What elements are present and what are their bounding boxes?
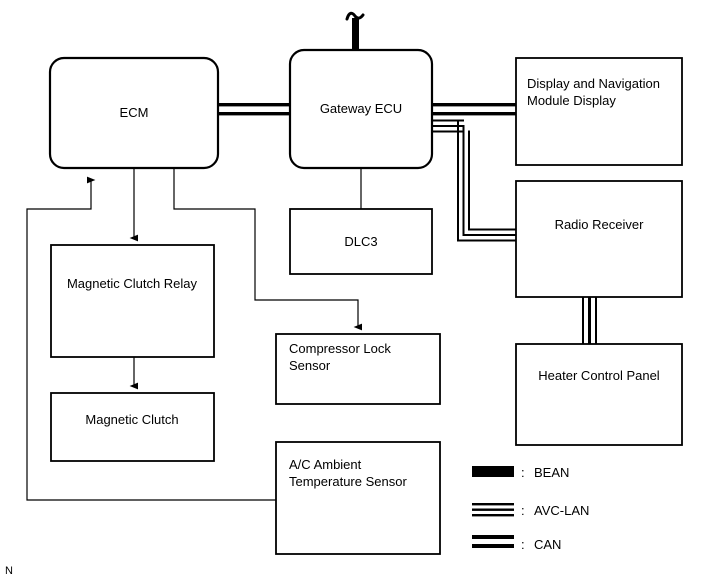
node-dlc3-label: DLC3 [344, 234, 377, 249]
legend-label-can: CAN [534, 537, 561, 552]
node-gateway-ecu[interactable]: Gateway ECU [288, 48, 434, 170]
node-display-nav-label-line1: Display and Navigation [527, 76, 660, 91]
link-ecm-compressor-lock [173, 168, 363, 331]
node-compressor-lock-label-line2: Sensor [289, 358, 331, 373]
legend-item-can: : CAN [472, 535, 561, 552]
legend-separator-avc-lan: : [521, 503, 525, 518]
node-ac-ambient-label-line2: Temperature Sensor [289, 474, 407, 489]
legend-separator-can: : [521, 537, 525, 552]
node-display-and-navigation-module-display[interactable]: Display and Navigation Module Display [515, 57, 683, 166]
corner-note: N [5, 565, 13, 577]
node-radio-receiver[interactable]: Radio Receiver [515, 180, 683, 298]
node-magnetic-clutch[interactable]: Magnetic Clutch [50, 392, 215, 462]
legend-swatch-can [472, 535, 514, 548]
can-link-gateway-display [431, 103, 517, 116]
legend-item-bean: : BEAN [472, 465, 569, 480]
node-compressor-lock-sensor[interactable]: Compressor Lock Sensor [275, 333, 441, 405]
node-compressor-lock-label-line1: Compressor Lock [289, 341, 391, 356]
node-ac-ambient-temperature-sensor[interactable]: A/C Ambient Temperature Sensor [275, 441, 441, 555]
link-ac-ambient-ecm [26, 176, 276, 501]
avc-lan-link-gateway-radio [431, 119, 518, 242]
node-magnetic-clutch-relay-label: Magnetic Clutch Relay [67, 276, 198, 291]
legend-label-avc-lan: AVC-LAN [534, 503, 589, 518]
legend-separator-bean: : [521, 465, 525, 480]
node-display-nav-label-line2: Module Display [527, 93, 616, 108]
node-ac-ambient-label-line1: A/C Ambient [289, 457, 362, 472]
legend-swatch-bean [472, 466, 514, 477]
node-ecm[interactable]: ECM [48, 56, 220, 170]
legend-swatch-avc-lan [472, 503, 514, 517]
node-heater-control-panel-label: Heater Control Panel [538, 368, 660, 383]
legend-label-bean: BEAN [534, 465, 569, 480]
legend-item-avc-lan: : AVC-LAN [472, 503, 589, 518]
node-gateway-ecu-label: Gateway ECU [320, 101, 402, 116]
can-link-ecm-gateway [217, 103, 291, 116]
node-ecm-label: ECM [120, 105, 149, 120]
node-magnetic-clutch-label: Magnetic Clutch [85, 412, 178, 427]
node-heater-control-panel[interactable]: Heater Control Panel [515, 343, 683, 446]
avc-lan-link-radio-heater [582, 296, 597, 345]
node-radio-receiver-label: Radio Receiver [555, 217, 645, 232]
node-magnetic-clutch-relay[interactable]: Magnetic Clutch Relay [50, 244, 215, 358]
node-dlc3[interactable]: DLC3 [289, 208, 433, 275]
bean-trunk-line [345, 11, 365, 52]
